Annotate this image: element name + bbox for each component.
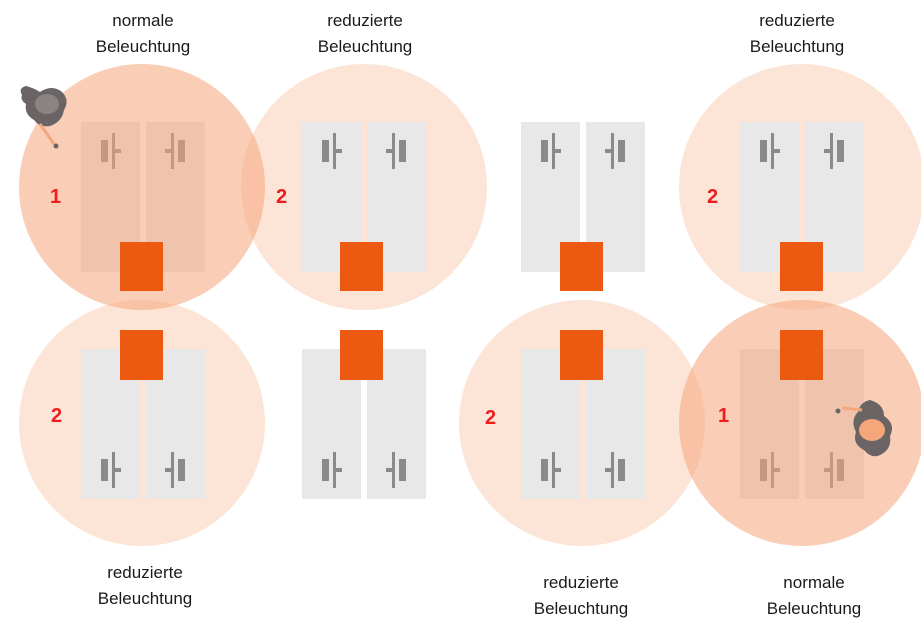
motion-sensor-icon bbox=[780, 330, 823, 380]
zone-number: 1 bbox=[718, 405, 730, 427]
lighting-label-line1: reduzierte bbox=[759, 11, 835, 30]
motion-sensor-icon bbox=[560, 330, 603, 380]
light-circles-normal bbox=[19, 64, 921, 546]
lighting-label-line2: Beleuchtung bbox=[749, 37, 845, 56]
lighting-label-line2: Beleuchtung bbox=[97, 589, 193, 608]
lighting-label: normale Beleuchtung bbox=[43, 8, 243, 60]
zone-number: 2 bbox=[51, 405, 63, 427]
lighting-label: reduzierte Beleuchtung bbox=[45, 560, 245, 612]
motion-sensor-icon bbox=[340, 330, 383, 380]
motion-sensor-icon bbox=[120, 242, 163, 291]
motion-sensor-icon bbox=[340, 242, 383, 291]
motion-sensor-icon bbox=[120, 330, 163, 380]
lighting-label-line2: Beleuchtung bbox=[95, 37, 191, 56]
zone-number: 2 bbox=[485, 407, 497, 429]
lighting-label-line1: normale bbox=[783, 573, 845, 592]
lighting-label: reduzierte Beleuchtung bbox=[697, 8, 897, 60]
lighting-label: reduzierte Beleuchtung bbox=[265, 8, 465, 60]
light-circle-normal-b bbox=[679, 300, 921, 546]
lighting-label-line1: reduzierte bbox=[543, 573, 619, 592]
lighting-label-line2: Beleuchtung bbox=[317, 37, 413, 56]
lighting-label-line2: Beleuchtung bbox=[766, 599, 862, 618]
lighting-label-line1: reduzierte bbox=[327, 11, 403, 30]
lighting-label: reduzierte Beleuchtung bbox=[481, 570, 681, 622]
lighting-label-line1: normale bbox=[112, 11, 174, 30]
zone-number: 2 bbox=[707, 186, 719, 208]
zone-number: 2 bbox=[276, 186, 288, 208]
motion-sensor-icon bbox=[780, 242, 823, 291]
person-icon bbox=[835, 400, 892, 457]
person-icon bbox=[20, 86, 67, 149]
lighting-label: normale Beleuchtung bbox=[714, 570, 914, 622]
lighting-label-line2: Beleuchtung bbox=[533, 599, 629, 618]
motion-sensor-icon bbox=[560, 242, 603, 291]
sensors bbox=[120, 242, 823, 380]
zone-number: 1 bbox=[50, 186, 62, 208]
light-circle-normal-a bbox=[19, 64, 265, 310]
lighting-label-line1: reduzierte bbox=[107, 563, 183, 582]
